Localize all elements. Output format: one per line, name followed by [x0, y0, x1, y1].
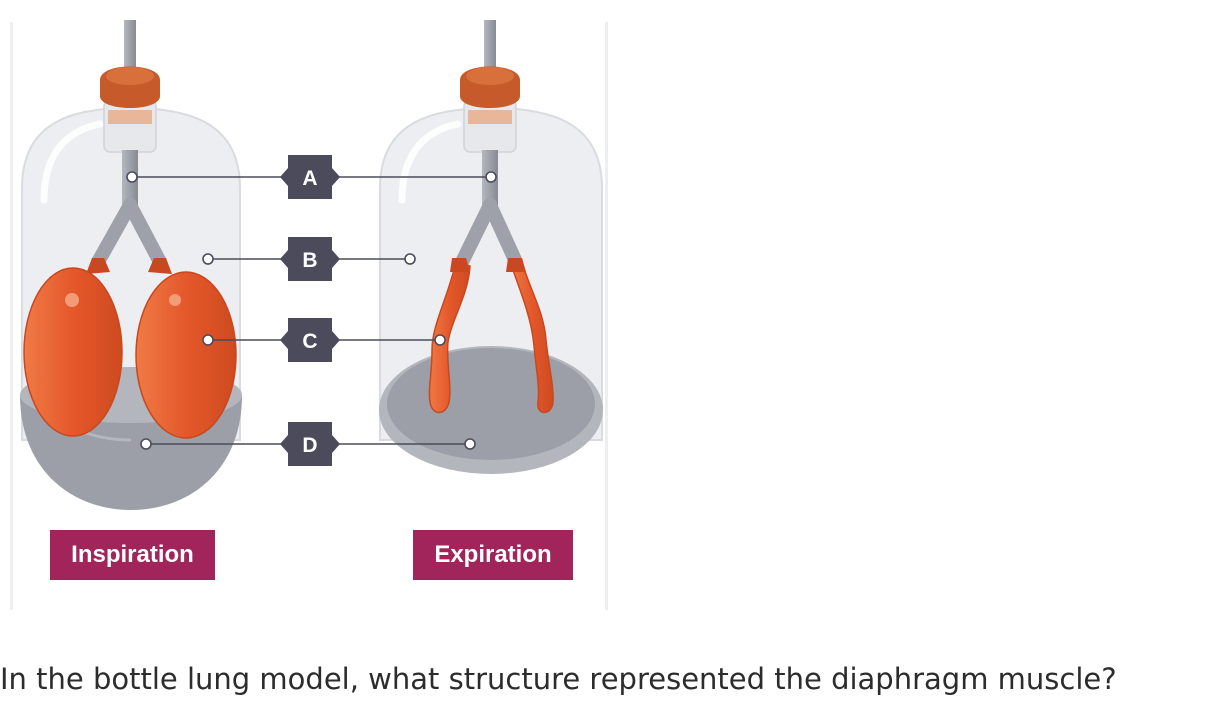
glass-tube [124, 20, 136, 80]
bronchus-left [455, 198, 497, 269]
expiration-tube-and-stopper [455, 20, 523, 269]
expiration-diaphragm [379, 346, 603, 474]
bronchus-right [123, 198, 167, 269]
leader-dot [434, 334, 446, 346]
label-d-text: D [302, 434, 317, 457]
frame-line-left [10, 22, 13, 610]
balloon-neck-left [86, 258, 110, 274]
stopper-band [468, 110, 512, 124]
leader-dot [485, 171, 497, 183]
glass-tube [484, 20, 496, 80]
label-a: A [280, 155, 340, 199]
balloon-lung-left [23, 267, 123, 437]
frame-line-right [605, 22, 608, 610]
stopper-band [108, 110, 152, 124]
glass-highlight [398, 120, 462, 204]
label-c: C [280, 318, 340, 362]
balloon-lung-right [135, 271, 237, 439]
question-text: In the bottle lung model, what structure… [0, 662, 1117, 696]
label-c-text: C [302, 330, 317, 353]
balloon-neck-right [506, 258, 526, 272]
inspiration-lungs [23, 258, 237, 439]
deflated-balloon-left [428, 261, 471, 414]
glass-highlight [40, 120, 104, 204]
leader-lines [126, 171, 497, 450]
expiration-lungs [428, 258, 554, 414]
leader-dot [464, 438, 476, 450]
leader-dot [140, 438, 152, 450]
bronchus-left [91, 198, 137, 269]
inspiration-caption: Inspiration [50, 530, 215, 580]
bell-jar-lung-diagram: A B C D Inspiration Expiration [0, 0, 620, 620]
leader-dot [202, 253, 214, 265]
balloon-neck-right [148, 258, 172, 274]
label-a-text: A [302, 167, 317, 190]
leader-dot [126, 171, 138, 183]
leader-dot [202, 334, 214, 346]
label-b: B [280, 237, 340, 281]
balloon-neck-left [450, 258, 470, 272]
leader-dot [404, 253, 416, 265]
expiration-caption: Expiration [413, 530, 573, 580]
inspiration-tube-and-stopper [91, 20, 167, 269]
label-b-text: B [302, 249, 317, 272]
bronchus-right [483, 198, 523, 269]
diagram-svg: A B C D [20, 20, 603, 510]
deflated-balloon-right [508, 261, 554, 414]
label-d: D [280, 422, 340, 466]
